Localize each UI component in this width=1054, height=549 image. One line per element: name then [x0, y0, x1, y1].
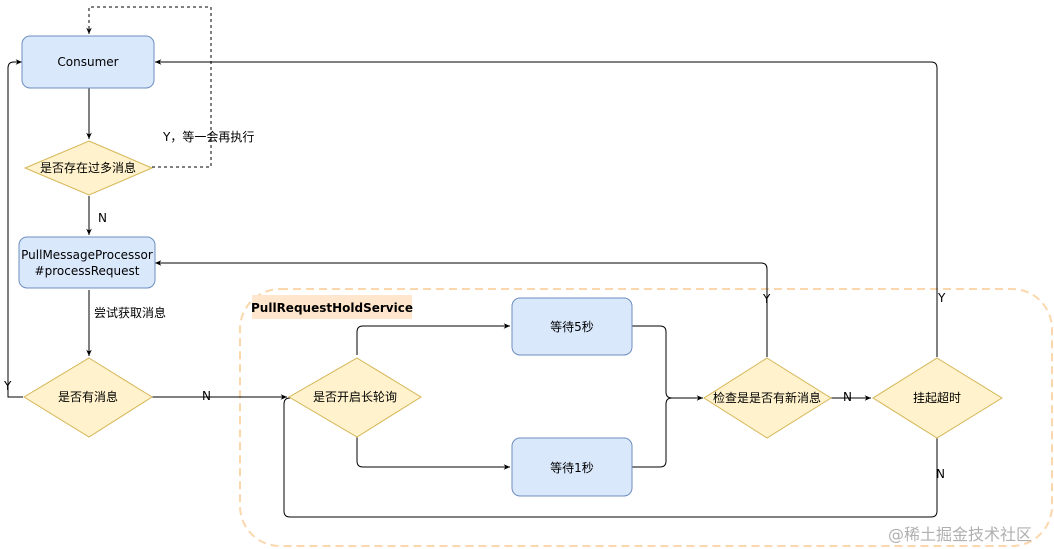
- node-has-message: [23, 357, 153, 438]
- node-check-new-message: [703, 357, 832, 439]
- edge-label-y-timeout: Y: [937, 291, 946, 305]
- node-check-new-message-label: 检查是是否有新消息: [713, 390, 821, 405]
- watermark: @稀土掘金技术社区: [888, 525, 1032, 544]
- edge-hasmsg-y-to-consumer: [7, 59, 23, 398]
- node-suspend-timeout: [872, 357, 1003, 439]
- node-pullmessageprocessor-line2: #processRequest: [35, 264, 140, 278]
- edge-label-y-check: Y: [762, 292, 771, 306]
- edge-loop-wait-retry: [86, 6, 212, 168]
- node-consumer: [21, 35, 155, 89]
- node-too-many-messages: [23, 140, 154, 196]
- edge-label-try-fetch: 尝试获取消息: [94, 305, 166, 320]
- edge-label-wait-retry: Y，等一会再执行: [162, 130, 254, 144]
- edge-label-n-check: N: [843, 390, 852, 404]
- group-label-box: [252, 295, 412, 319]
- node-long-polling: [288, 357, 422, 438]
- node-wait5-label: 等待5秒: [550, 320, 594, 334]
- group-label: PullRequestHoldService: [251, 301, 413, 315]
- group-pullrequestholdservice: [239, 288, 1053, 547]
- node-long-polling-label: 是否开启长轮询: [313, 390, 397, 404]
- node-wait5: [511, 297, 633, 356]
- edge-label-n-process: N: [98, 211, 107, 225]
- edge-longpoll-to-wait5: [356, 323, 510, 355]
- node-pullmessageprocessor: [18, 236, 156, 289]
- edge-wait5-to-check: [632, 325, 703, 401]
- edge-check-y-to-processor: [155, 260, 768, 357]
- node-wait1-label: 等待1秒: [550, 461, 594, 475]
- node-has-message-label: 是否有消息: [58, 389, 118, 404]
- node-too-many-messages-label: 是否存在过多消息: [40, 160, 136, 175]
- node-pullmessageprocessor-line1: PullMessageProcessor: [21, 248, 153, 262]
- edge-label-y-hasmsg: Y: [3, 379, 12, 393]
- node-wait1: [511, 437, 633, 497]
- edge-timeout-n-to-longpoll: [283, 397, 938, 518]
- node-consumer-label: Consumer: [57, 55, 118, 69]
- edge-wait1-to-check: [632, 397, 673, 468]
- edge-label-n-timeout: N: [936, 467, 945, 481]
- edge-longpoll-to-wait1: [356, 437, 510, 470]
- node-suspend-timeout-label: 挂起超时: [913, 390, 961, 405]
- edge-timeout-y-to-consumer: [155, 59, 938, 357]
- edge-label-n-hasmsg: N: [202, 389, 211, 403]
